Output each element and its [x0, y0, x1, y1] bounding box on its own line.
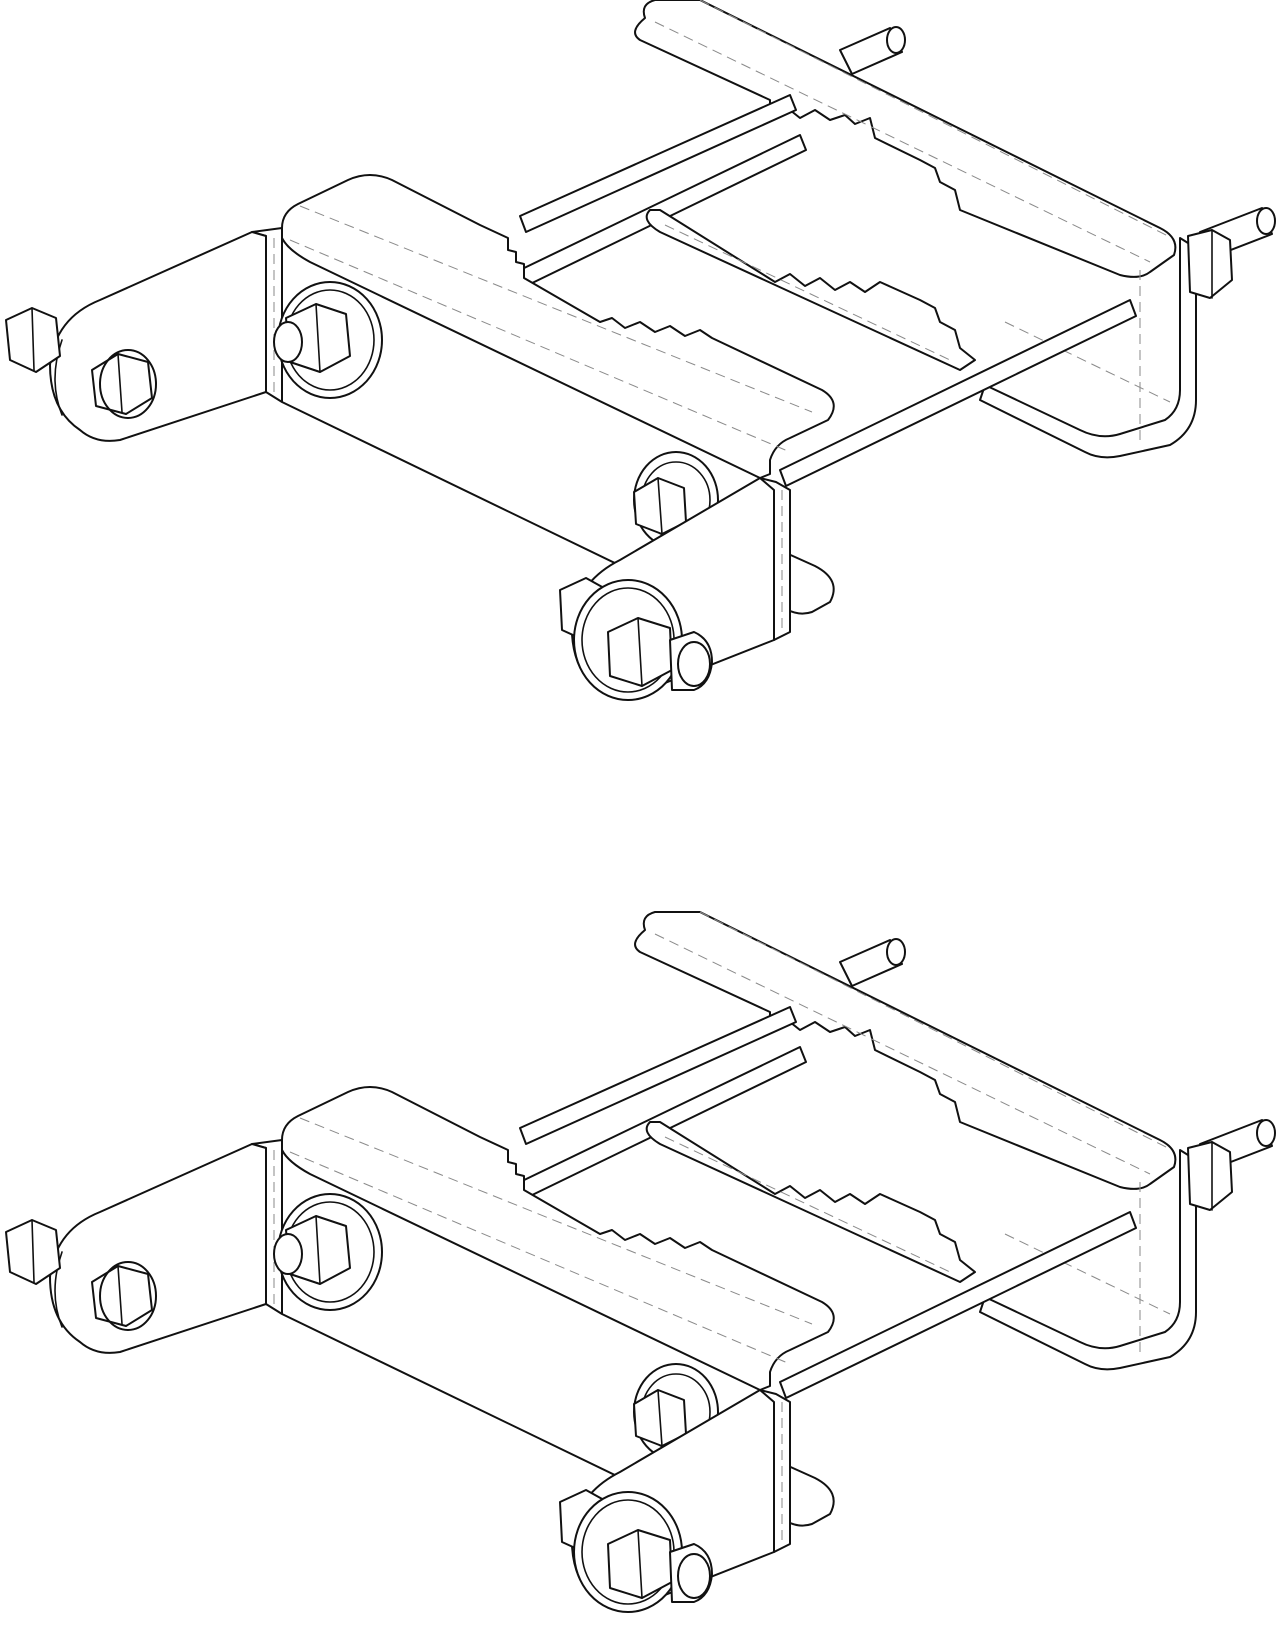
clamp-assembly-top [5, 0, 1276, 701]
clamp-assembly-bottom [5, 911, 1276, 1613]
